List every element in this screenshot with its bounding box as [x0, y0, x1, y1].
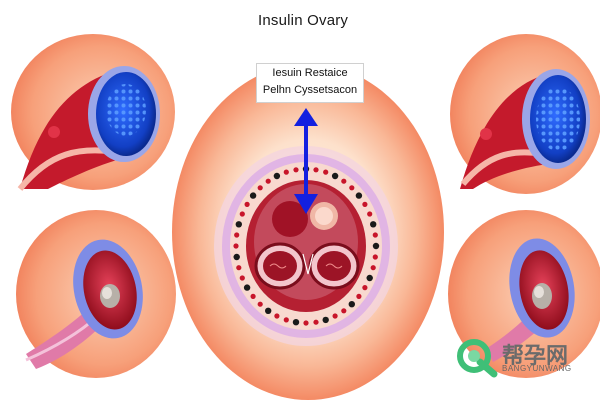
double-arrow [294, 108, 318, 214]
ring-cell [239, 275, 245, 281]
ring-cell [283, 317, 289, 323]
ring-cell [257, 185, 263, 191]
ring-cell [283, 169, 289, 175]
watermark-latin-text: BANGYUNWANG [502, 364, 572, 373]
ring-cell [331, 172, 339, 180]
annotation-label-box: Iesuin Restaice Pelhn Cyssetsacon [256, 63, 364, 103]
ring-cell [355, 192, 363, 199]
ring-cell [362, 285, 368, 291]
ring-cell [265, 178, 271, 184]
watermark-logo-icon [457, 339, 498, 378]
annotation-line-1: Iesuin Restaice [272, 67, 348, 79]
ring-cell [313, 167, 319, 173]
ring-cell [274, 313, 280, 319]
ring-cell [249, 192, 257, 199]
ring-cell [273, 172, 281, 180]
ring-cell [244, 201, 250, 207]
panel-bottom-left [16, 210, 176, 378]
ovary-illustration [11, 34, 600, 400]
ring-cell [303, 320, 309, 326]
ring-cell [257, 301, 263, 307]
ring-cell [372, 242, 380, 250]
ring-cell [349, 185, 355, 191]
ring-cell [236, 265, 242, 271]
ring-cell [265, 307, 272, 314]
ring-cell [341, 308, 347, 314]
ring-cell [370, 265, 376, 271]
ring-cell [292, 319, 300, 326]
panel-bottom-right [448, 210, 600, 378]
ring-cell [233, 243, 239, 249]
ring-cell [250, 293, 256, 299]
panel-top-left [11, 34, 175, 191]
ovary-central-cross-section [172, 64, 444, 400]
ring-cell [322, 316, 329, 324]
ring-cell [356, 293, 362, 299]
ring-cell [234, 232, 240, 238]
ring-cell [367, 211, 373, 217]
ring-cell [243, 284, 251, 291]
ring-cell [341, 178, 347, 184]
ring-cell [348, 301, 355, 308]
ring-cell [372, 254, 378, 260]
ring-cell [372, 232, 378, 238]
diagram-canvas: Insulin Ovary Iesuin Restaice Pelhn Cyss… [8, 4, 600, 400]
ring-cell [366, 274, 373, 282]
ring-cell [370, 221, 377, 228]
ring-cell [235, 221, 242, 228]
watermark-chinese-text: 帮孕网 [502, 344, 569, 369]
ring-cell [362, 201, 368, 207]
ring-cell [313, 319, 319, 325]
ring-cell [293, 167, 299, 173]
ring-cell [233, 253, 240, 261]
panel-top-right [450, 34, 600, 194]
ring-cell [239, 211, 245, 217]
annotation-line-2: Pelhn Cyssetsacon [262, 84, 358, 96]
ring-cell [323, 169, 329, 175]
ring-cell [332, 313, 338, 319]
watermark: 帮孕网 BANGYUNWANG [452, 334, 600, 380]
diagram-title: Insulin Ovary [258, 12, 349, 29]
